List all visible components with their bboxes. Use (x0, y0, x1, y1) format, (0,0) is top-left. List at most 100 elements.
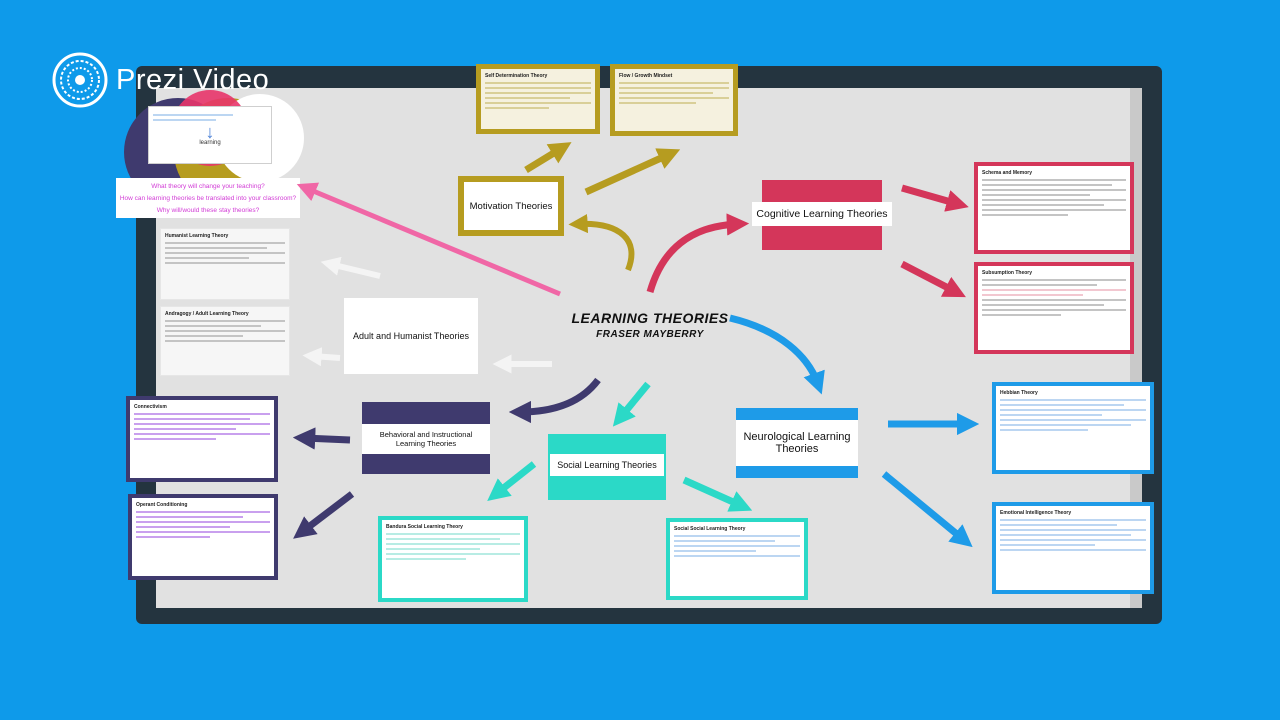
social-theories-box[interactable]: Social Learning Theories (548, 434, 666, 500)
text-line (134, 423, 270, 425)
text-line (386, 543, 520, 545)
arrow-behavioral-card-2 (293, 491, 355, 539)
card-title: Flow / Growth Mindset (619, 73, 673, 79)
text-line (674, 550, 756, 552)
motivation-card-1[interactable]: Self Determination Theory (476, 64, 600, 134)
text-line (982, 214, 1069, 216)
arrow-adult-card-2 (302, 347, 341, 367)
motivation-card-2[interactable]: Flow / Growth Mindset (610, 64, 738, 136)
text-line (982, 309, 1126, 311)
question-1: What theory will change your teaching? (151, 183, 265, 190)
text-line (1000, 399, 1146, 401)
text-line (165, 325, 261, 327)
text-line (1000, 409, 1146, 411)
hebbian-card[interactable]: Hebbian Theory (992, 382, 1154, 474)
behavioral-theories-box[interactable]: Behavioral and Instructional Learning Th… (362, 402, 490, 474)
arrow-social-second (682, 476, 753, 512)
behavioral-card-1[interactable]: Connectivism (126, 396, 278, 482)
text-line (619, 92, 713, 94)
arrow-center-to-neurological (729, 314, 825, 395)
text-line (619, 102, 696, 104)
overlap-card[interactable]: ↓ learning (148, 106, 272, 164)
text-line (153, 114, 233, 116)
emotional-intelligence-card[interactable]: Emotional Intelligence Theory (992, 502, 1154, 594)
schema-memory-card[interactable]: Schema and Memory (974, 162, 1134, 254)
arrow-cognitive-schema (901, 184, 969, 212)
arrow-cognitive-subsumption (900, 260, 966, 298)
andragogy-card[interactable]: Andragogy / Adult Learning Theory (160, 306, 290, 376)
arrow-behavioral-card-1 (292, 427, 351, 450)
text-line (485, 107, 549, 109)
text-line (134, 418, 250, 420)
text-line (1000, 534, 1132, 536)
card-title: Schema and Memory (982, 170, 1033, 176)
behavioral-card-2[interactable]: Operant Conditioning (128, 494, 278, 580)
text-line (1000, 419, 1146, 421)
text-line (674, 555, 800, 557)
text-line (1000, 414, 1103, 416)
arrow-down-icon: ↓ (205, 122, 215, 142)
text-line (386, 533, 520, 535)
prezi-logo-icon (52, 52, 108, 108)
text-line (982, 209, 1126, 211)
card-title: Andragogy / Adult Learning Theory (165, 311, 249, 317)
arrow-neurological-emotional (881, 471, 973, 548)
card-title: Social Social Learning Theory (674, 526, 746, 532)
card-title: Bandura Social Learning Theory (386, 524, 463, 530)
social-card-2[interactable]: Social Social Learning Theory (666, 518, 808, 600)
text-line (1000, 529, 1146, 531)
text-line (153, 119, 216, 121)
adult-humanist-theories-box[interactable]: Adult and Humanist Theories (344, 298, 478, 374)
central-topic[interactable]: LEARNING THEORIES FRASER MAYBERRY (560, 310, 740, 354)
humanist-card[interactable]: Humanist Learning Theory (160, 228, 290, 300)
text-line (619, 97, 729, 99)
neurological-theories-label: Neurological Learning Theories (736, 420, 858, 466)
text-line (619, 87, 729, 89)
text-line (982, 204, 1105, 206)
text-line (982, 314, 1062, 316)
question-3: Why will/would these stay theories? (156, 207, 260, 214)
text-line (982, 289, 1126, 291)
text-line (165, 247, 267, 249)
text-line (1000, 549, 1146, 551)
text-line (165, 257, 249, 259)
text-line (165, 262, 285, 264)
text-line (165, 242, 285, 244)
card-title: Subsumption Theory (982, 270, 1032, 276)
central-author: FRASER MAYBERRY (596, 329, 704, 340)
text-line (1000, 519, 1146, 521)
motivation-theories-box[interactable]: Motivation Theories (458, 176, 564, 236)
text-line (1000, 404, 1125, 406)
text-line (136, 526, 230, 528)
arrow-center-to-social (612, 381, 651, 427)
cognitive-theories-box[interactable]: Cognitive Learning Theories (752, 180, 892, 250)
neurological-theories-box[interactable]: Neurological Learning Theories (736, 408, 858, 478)
arrow-center-to-behavioral (508, 377, 601, 424)
text-line (386, 558, 467, 560)
text-line (1000, 539, 1146, 541)
text-line (485, 92, 591, 94)
text-line (982, 199, 1126, 201)
motivation-theories-label: Motivation Theories (464, 182, 558, 230)
subsumption-card[interactable]: Subsumption Theory (974, 262, 1134, 354)
arrow-center-to-motivation (568, 213, 635, 272)
text-line (485, 102, 591, 104)
text-line (134, 433, 270, 435)
text-line (386, 538, 500, 540)
question-2: How can learning theories be translated … (119, 195, 297, 202)
text-line (134, 438, 216, 440)
text-line (982, 284, 1098, 286)
text-line (134, 413, 270, 415)
text-line (982, 189, 1126, 191)
text-line (165, 335, 243, 337)
bandura-card[interactable]: Bandura Social Learning Theory (378, 516, 528, 602)
text-line (165, 252, 285, 254)
central-title: LEARNING THEORIES (571, 310, 729, 326)
arrow-motivation-card-2 (584, 148, 681, 196)
text-line (982, 294, 1083, 296)
text-line (165, 340, 285, 342)
text-line (134, 428, 236, 430)
text-line (136, 536, 210, 538)
text-line (136, 521, 270, 523)
text-line (674, 540, 775, 542)
